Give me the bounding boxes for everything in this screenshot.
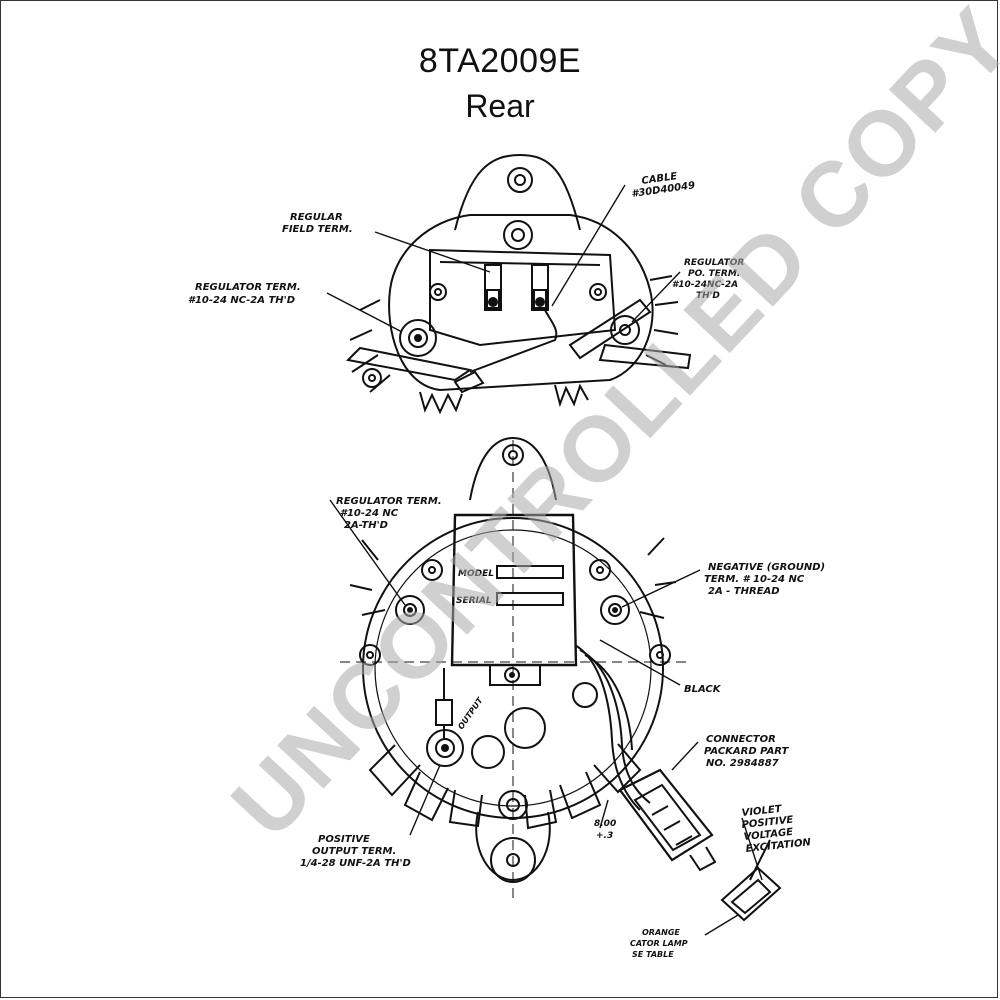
label-orange-1: ORANGE: [642, 928, 680, 937]
label-regulator-term-bottom-2: #10-24 NC: [340, 508, 399, 519]
label-model: MODEL: [458, 569, 494, 579]
label-positive-1: POSITIVE: [318, 834, 370, 845]
label-connector-1: CONNECTOR: [706, 734, 776, 745]
label-serial: SERIAL: [456, 596, 492, 606]
label-negative-1: NEGATIVE (GROUND): [708, 562, 825, 573]
top-view-labels: REGULAR FIELD TERM. CABLE #30D40049 REGU…: [188, 171, 744, 306]
label-regulator-pos-2: PO. TERM.: [688, 269, 740, 279]
label-violet-1: VIOLET: [741, 804, 783, 819]
label-positive-3: 1/4-28 UNF-2A TH'D: [300, 858, 411, 869]
label-regulator-pos-4: TH'D: [696, 291, 720, 301]
label-regulator-pos-1: REGULATOR: [684, 258, 744, 268]
label-cable-1: CABLE: [641, 171, 678, 187]
top-view-leaders: [326, 184, 681, 333]
label-orange-3: SE TABLE: [632, 950, 674, 959]
bottom-view-alternator: [340, 436, 782, 922]
label-orange-2: CATOR LAMP: [630, 939, 688, 948]
label-regular-field-1: REGULAR: [290, 212, 343, 223]
label-dim-1: 8.00: [594, 819, 616, 829]
top-view-alternator: [345, 153, 692, 415]
view-subtitle: Rear: [465, 88, 535, 124]
label-dim-2: +.3: [596, 831, 613, 841]
label-regulator-term-bottom-1: REGULATOR TERM.: [336, 496, 442, 507]
label-negative-3: 2A - THREAD: [708, 586, 780, 597]
label-regular-field-2: FIELD TERM.: [282, 224, 353, 235]
label-output: OUTPUT: [456, 696, 485, 732]
label-connector-2: PACKARD PART: [704, 746, 790, 757]
label-connector-3: NO. 2984887: [706, 758, 779, 769]
label-regulator-pos-3: #10-24NC-2A: [672, 280, 738, 290]
label-regulator-term-bottom-3: 2A-TH'D: [344, 520, 388, 531]
label-black: BLACK: [684, 684, 722, 695]
label-violet-3: VOLTAGE: [743, 827, 794, 843]
bottom-view-leaders: [329, 499, 763, 936]
label-violet-2: POSITIVE: [741, 815, 794, 831]
label-regulator-term-top-1: REGULATOR TERM.: [195, 282, 301, 293]
label-negative-2: TERM. # 10-24 NC: [704, 574, 805, 585]
model-number-title: 8TA2009E: [418, 42, 582, 80]
label-positive-2: OUTPUT TERM.: [312, 846, 396, 857]
label-regulator-term-top-2: #10-24 NC-2A TH'D: [188, 295, 295, 306]
